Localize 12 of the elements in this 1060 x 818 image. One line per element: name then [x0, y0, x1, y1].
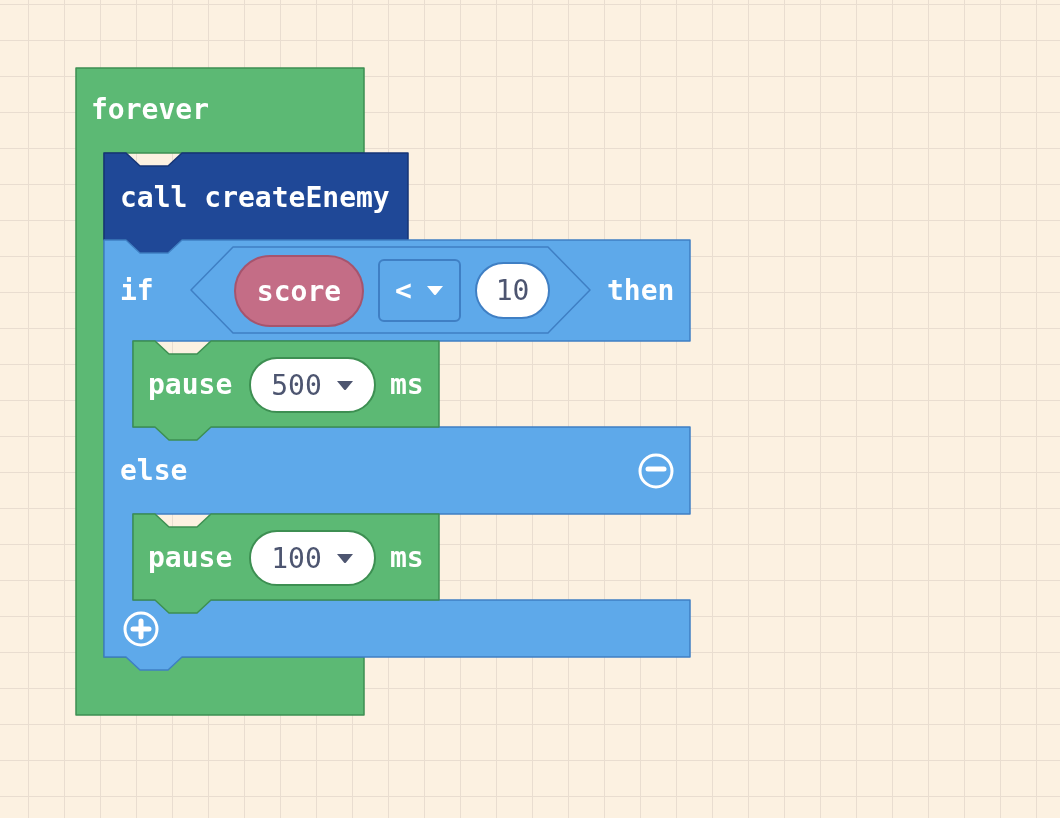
block-label: call createEnemy: [120, 181, 390, 215]
block-label: then: [607, 274, 675, 308]
block-label: pause: [148, 368, 233, 402]
operator-dropdown: <: [378, 259, 461, 322]
block-label: forever: [91, 93, 209, 127]
block-label: else: [120, 454, 188, 488]
number-dropdown: 500: [249, 357, 376, 413]
number-dropdown: 100: [249, 530, 376, 586]
block-label: pause: [148, 541, 233, 575]
block-label: ms: [390, 368, 424, 402]
block-label: ms: [390, 541, 424, 575]
block-label: if: [120, 274, 154, 308]
